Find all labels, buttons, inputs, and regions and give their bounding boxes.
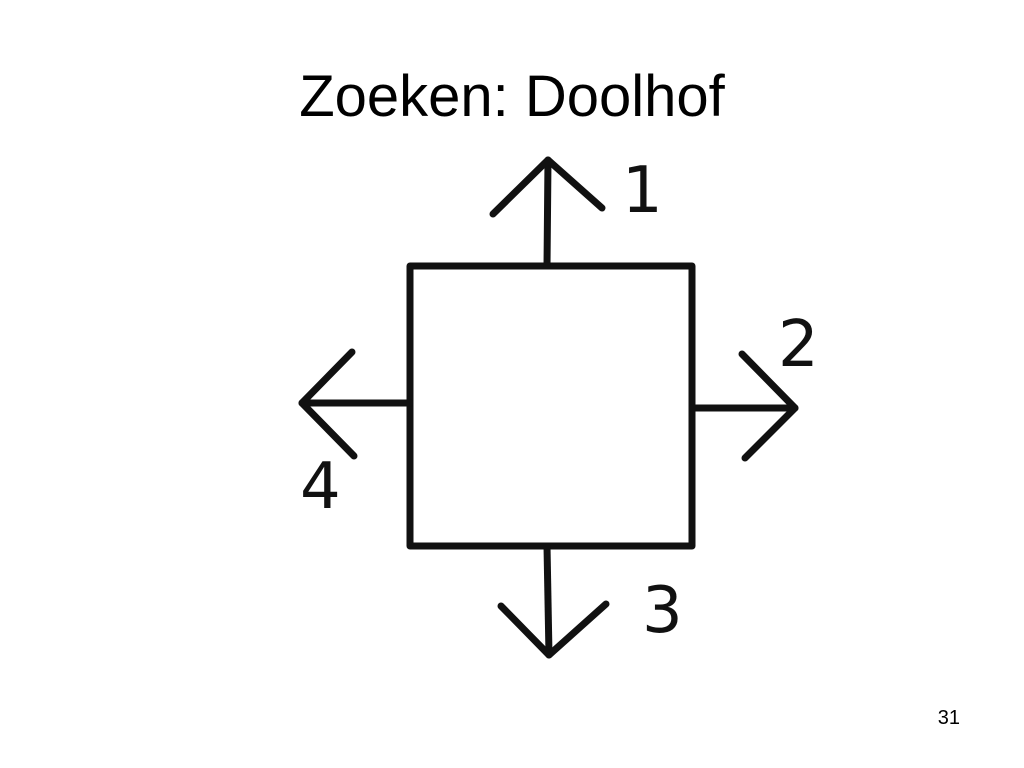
page-number: 31 xyxy=(937,707,960,729)
arrow-left-icon xyxy=(298,348,414,460)
direction-label-right: 2 xyxy=(778,308,819,382)
direction-label-up: 1 xyxy=(622,154,663,228)
direction-label-left: 4 xyxy=(300,450,341,524)
arrow-up-icon xyxy=(489,156,606,270)
slide-title: Zoeken: Doolhof xyxy=(299,64,725,129)
direction-label-down: 3 xyxy=(642,574,683,648)
maze-cell-square xyxy=(406,262,696,550)
arrow-right-icon xyxy=(688,350,799,462)
arrow-down-icon xyxy=(497,542,610,659)
